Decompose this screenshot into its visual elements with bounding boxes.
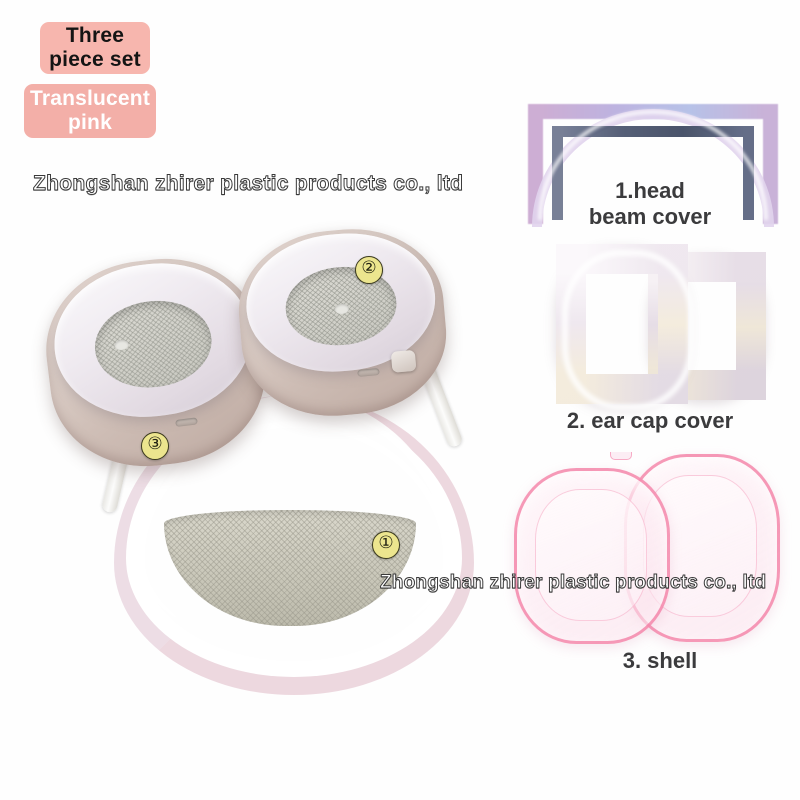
item-2-label: 2. ear cap cover — [566, 408, 734, 433]
item-ear-cap-cover — [540, 244, 766, 410]
item-shell — [512, 452, 780, 644]
badge-translucent-pink: Translucent pink — [24, 84, 156, 138]
badge-three-piece-set: Three piece set — [40, 22, 150, 74]
item-1-label: 1.head beam cover — [588, 178, 712, 229]
ear-cup-right — [232, 221, 453, 424]
callout-badge-2: ② — [355, 256, 383, 284]
watermark-top: Zhongshan zhirer plastic products co., l… — [32, 172, 464, 196]
watermark-bottom: Zhongshan zhirer plastic products co., l… — [379, 572, 767, 594]
item-3-label: 3. shell — [622, 648, 698, 673]
callout-badge-1: ① — [372, 531, 400, 559]
digital-crown-icon — [390, 349, 417, 373]
ear-cap-cover-highlight — [562, 250, 694, 410]
headband-gloss-highlight — [138, 421, 450, 651]
shell-front-inner — [535, 489, 647, 621]
headphones-product-illustration — [18, 221, 518, 695]
callout-badge-3: ③ — [141, 432, 169, 460]
shell-front — [514, 468, 670, 644]
shell-notch — [610, 452, 632, 460]
item-head-beam-cover — [528, 104, 778, 227]
ear-cap-cover-front — [556, 244, 694, 410]
